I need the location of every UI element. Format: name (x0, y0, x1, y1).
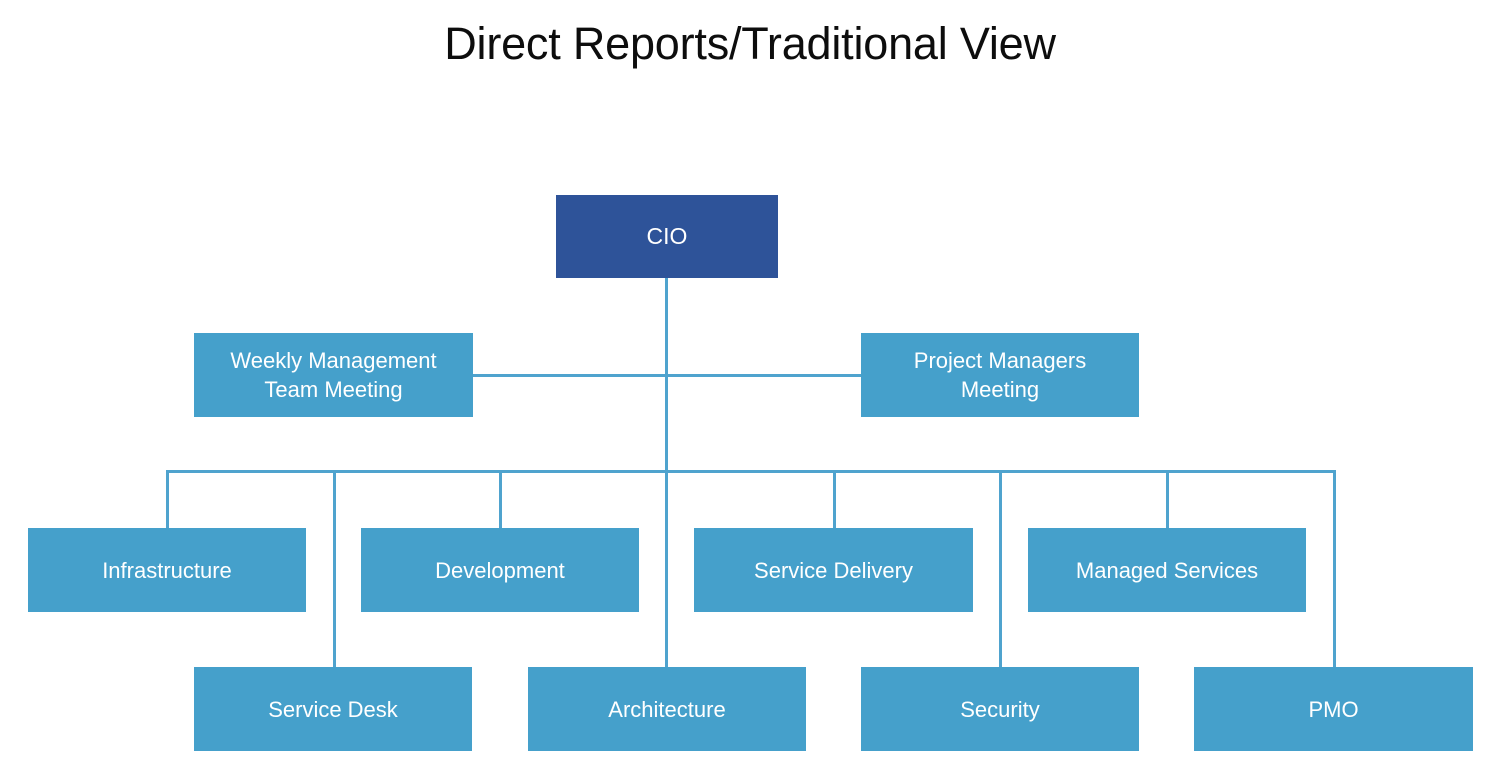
connector-drop-service-desk (333, 470, 336, 667)
connector-drop-infrastructure (166, 470, 169, 528)
node-infrastructure[interactable]: Infrastructure (28, 528, 306, 612)
node-service-delivery-label: Service Delivery (754, 557, 913, 583)
node-pmo[interactable]: PMO (1194, 667, 1473, 751)
node-security-label: Security (960, 696, 1040, 722)
node-managed-services[interactable]: Managed Services (1028, 528, 1306, 612)
node-service-desk-label: Service Desk (268, 696, 398, 722)
node-infrastructure-label: Infrastructure (102, 557, 232, 583)
node-weekly-management-team-meeting[interactable]: Weekly Management Team Meeting (194, 333, 473, 417)
connector-drop-development (499, 470, 502, 528)
connector-drop-security (999, 470, 1002, 667)
node-service-desk[interactable]: Service Desk (194, 667, 472, 751)
node-project-managers-meeting-label-line1: Project Managers (913, 348, 1087, 373)
node-weekly-management-team-meeting-label-line2: Team Meeting (264, 377, 403, 402)
connector-drop-pmo (1333, 470, 1336, 667)
connector-central-spine (665, 277, 668, 669)
page-title: Direct Reports/Traditional View (444, 18, 1056, 69)
node-development[interactable]: Development (361, 528, 639, 612)
node-pmo-label: PMO (1308, 696, 1359, 722)
node-architecture[interactable]: Architecture (528, 667, 806, 751)
node-architecture-label: Architecture (608, 696, 726, 722)
connector-drop-managed-services (1166, 470, 1169, 528)
node-development-label: Development (435, 557, 565, 583)
node-cio-label: CIO (646, 223, 688, 249)
node-project-managers-meeting[interactable]: Project Managers Meeting (861, 333, 1139, 417)
node-managed-services-label: Managed Services (1075, 557, 1259, 583)
node-project-managers-meeting-label-line2: Meeting (960, 377, 1040, 402)
node-cio[interactable]: CIO (556, 195, 778, 278)
connector-department-bus (166, 470, 1336, 473)
node-security[interactable]: Security (861, 667, 1139, 751)
node-service-delivery[interactable]: Service Delivery (694, 528, 973, 612)
connector-drop-service-delivery (833, 470, 836, 528)
node-weekly-management-team-meeting-label-line1: Weekly Management (230, 348, 437, 373)
connector-meetings-horizontal (471, 374, 863, 377)
